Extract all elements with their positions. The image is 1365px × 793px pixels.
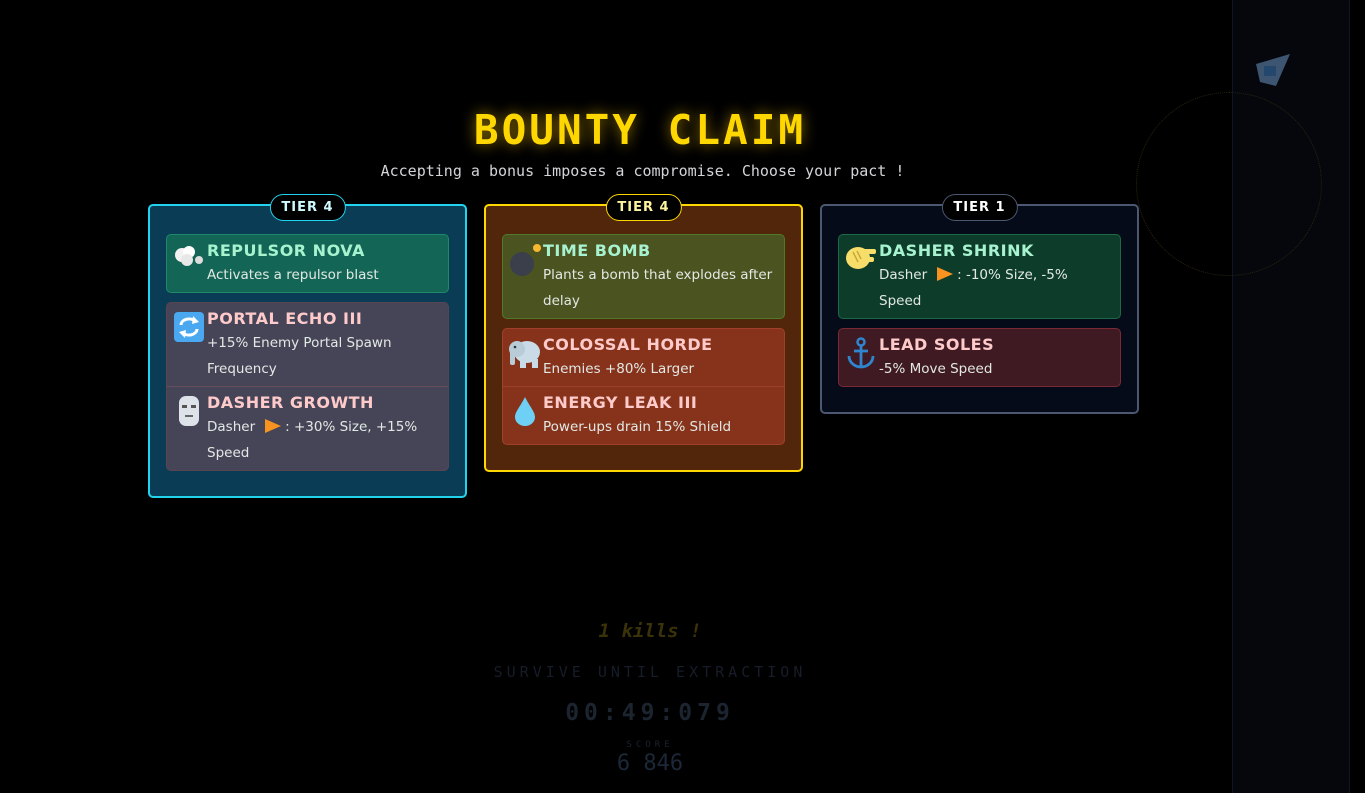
dasher-arrow-icon [937, 267, 954, 281]
enemy-name: Dasher [207, 419, 256, 435]
droplet-icon [507, 392, 543, 440]
bonus-item: TIME BOMB Plants a bomb that explodes aft… [503, 235, 784, 318]
moai-icon [171, 392, 207, 466]
penalty-desc: Enemies +80% Larger [543, 361, 695, 377]
bonus-name: DASHER SHRINK [879, 241, 1034, 260]
kills-counter: 1 kills ! [598, 620, 702, 642]
player-ship-icon [1256, 54, 1290, 86]
bonus-name: REPULSOR NOVA [207, 241, 365, 260]
subtitle: Accepting a bonus imposes a compromise. … [380, 162, 905, 180]
penalty-item: PORTAL ECHO III +15% Enemy Portal Spawn F… [167, 303, 448, 386]
bomb-icon [507, 240, 543, 314]
enemy-name: Dasher [879, 267, 928, 283]
tier-badge: TIER 1 [941, 194, 1018, 221]
bonus-box: TIME BOMB Plants a bomb that explodes aft… [502, 234, 785, 319]
penalty-box: COLOSSAL HORDE Enemies +80% Larger ENERGY… [502, 328, 785, 445]
effect-text: : -10% Size, -5% Speed [879, 267, 1068, 309]
penalty-name: PORTAL ECHO III [207, 309, 363, 328]
penalty-desc: -5% Move Speed [879, 361, 993, 377]
anchor-icon [843, 334, 879, 382]
elephant-icon [507, 334, 543, 382]
penalty-name: ENERGY LEAK III [543, 393, 698, 412]
bonus-box: REPULSOR NOVA Activates a repulsor blast [166, 234, 449, 293]
penalty-name: DASHER GROWTH [207, 393, 374, 412]
pact-card-3[interactable]: TIER 1 DASHER SHRINK Dasher: -10% Size, -… [820, 194, 1139, 414]
timer: 00:49:079 [565, 700, 735, 726]
penalty-box: PORTAL ECHO III +15% Enemy Portal Spawn F… [166, 302, 449, 471]
bonus-desc: Dasher: -10% Size, -5% Speed [879, 262, 1112, 314]
penalty-name: COLOSSAL HORDE [543, 335, 713, 354]
bonus-item: REPULSOR NOVA Activates a repulsor blast [167, 235, 448, 292]
penalty-item: ENERGY LEAK III Power-ups drain 15% Shiel… [503, 386, 784, 444]
score-value: 6 846 [616, 751, 684, 776]
penalty-desc: Power-ups drain 15% Shield [543, 419, 732, 435]
tier-badge: TIER 4 [269, 194, 346, 221]
radar-circle [1136, 92, 1322, 276]
cloud-icon [171, 240, 207, 288]
bonus-desc: Activates a repulsor blast [207, 267, 379, 283]
pinch-icon [843, 240, 879, 314]
repeat-icon [171, 308, 207, 382]
bonus-name: TIME BOMB [543, 241, 651, 260]
penalty-item: LEAD SOLES -5% Move Speed [839, 329, 1120, 386]
penalty-item: COLOSSAL HORDE Enemies +80% Larger [503, 329, 784, 386]
pact-card-2[interactable]: TIER 4 TIME BOMB Plants a bomb that explo… [484, 194, 803, 472]
objective-text: SURVIVE UNTIL EXTRACTION [493, 663, 807, 681]
penalty-desc: Dasher: +30% Size, +15% Speed [207, 414, 440, 466]
penalty-item: DASHER GROWTH Dasher: +30% Size, +15% Spe… [167, 386, 448, 470]
penalty-desc: +15% Enemy Portal Spawn Frequency [207, 335, 392, 377]
score-label: SCORE [626, 740, 674, 750]
effect-text: : +30% Size, +15% Speed [207, 419, 418, 461]
tier-badge: TIER 4 [605, 194, 682, 221]
penalty-name: LEAD SOLES [879, 335, 995, 354]
penalty-box: LEAD SOLES -5% Move Speed [838, 328, 1121, 387]
bonus-box: DASHER SHRINK Dasher: -10% Size, -5% Spee… [838, 234, 1121, 319]
dasher-arrow-icon [265, 419, 282, 433]
bonus-item: DASHER SHRINK Dasher: -10% Size, -5% Spee… [839, 235, 1120, 318]
pact-card-1[interactable]: TIER 4 REPULSOR NOVA Activates a repulsor… [148, 194, 467, 498]
page-title: BOUNTY CLAIM [473, 106, 807, 154]
bonus-desc: Plants a bomb that explodes after delay [543, 267, 773, 309]
